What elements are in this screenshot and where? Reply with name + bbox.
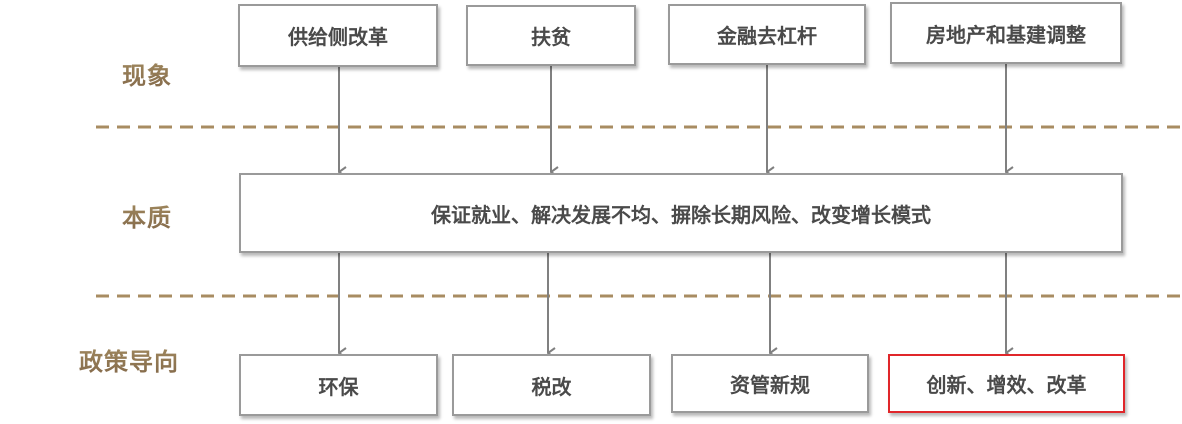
policy-box-innovation-efficiency-reform: 创新、增效、改革 bbox=[888, 354, 1125, 413]
row-label-essence: 本质 bbox=[122, 198, 172, 233]
phenomenon-box-supply-side-reform: 供给侧改革 bbox=[238, 4, 438, 67]
phenomenon-box-real-estate-infrastructure: 房地产和基建调整 bbox=[890, 2, 1122, 64]
essence-box: 保证就业、解决发展不均、摒除长期风险、改变增长模式 bbox=[239, 173, 1123, 253]
policy-box-environmental-protection: 环保 bbox=[239, 354, 438, 416]
phenomenon-box-financial-deleveraging: 金融去杠杆 bbox=[668, 4, 866, 65]
phenomenon-box-poverty-alleviation: 扶贫 bbox=[466, 5, 636, 66]
row-label-phenomenon: 现象 bbox=[122, 56, 172, 91]
row-label-policy: 政策导向 bbox=[79, 342, 179, 377]
policy-box-asset-management-rules: 资管新规 bbox=[671, 354, 869, 413]
policy-box-tax-reform: 税改 bbox=[452, 354, 651, 416]
